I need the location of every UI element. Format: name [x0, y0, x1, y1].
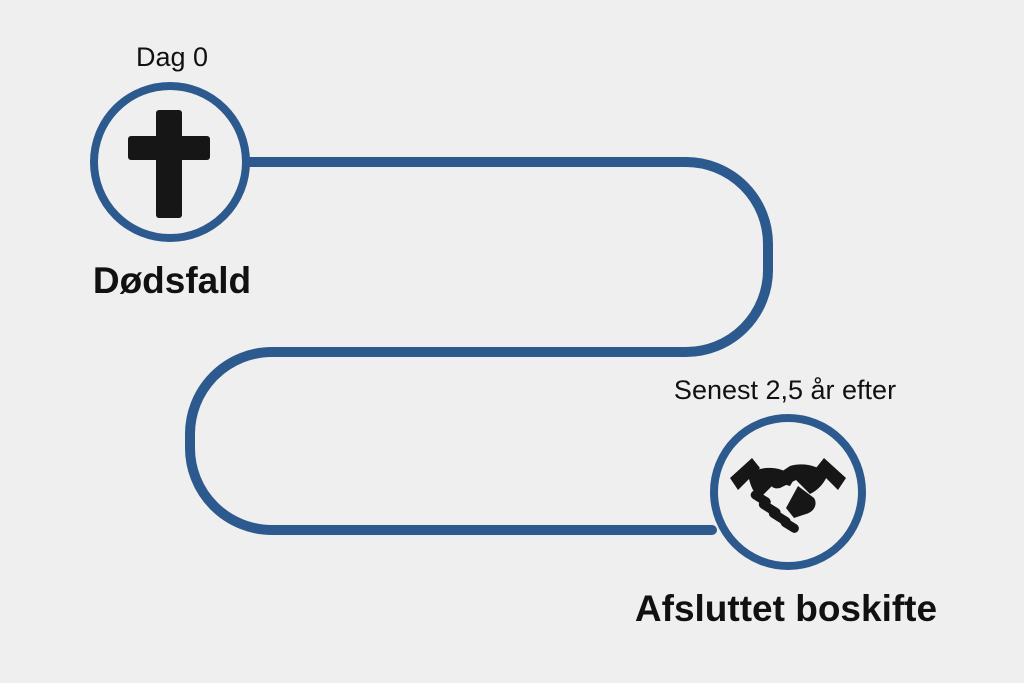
milestone-end-caption: Senest 2,5 år efter [673, 375, 897, 405]
milestone-end-title: Afsluttet boskifte [634, 588, 938, 629]
timeline-path [185, 157, 773, 535]
milestone-start-title: Dødsfald [92, 260, 252, 301]
milestone-end-circle [710, 414, 866, 570]
milestone-start-node [90, 82, 250, 242]
handshake-icon [730, 458, 846, 533]
milestone-start-caption: Dag 0 [135, 42, 209, 72]
cross-icon [128, 110, 210, 218]
milestone-end-node [710, 414, 866, 570]
